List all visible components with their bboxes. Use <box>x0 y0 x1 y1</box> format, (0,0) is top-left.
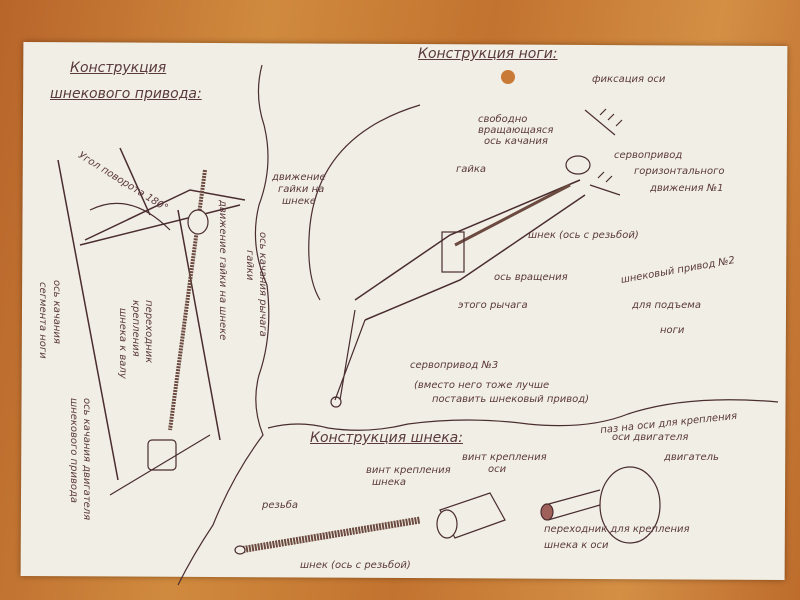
label-lever: этого рычага <box>458 300 528 311</box>
motor <box>147 439 177 471</box>
lower-leg <box>334 309 366 401</box>
label-adapter-2: шнека к оси <box>544 540 609 551</box>
label-motor-axis: ось качания двигателя <box>81 398 92 521</box>
lever <box>177 209 221 441</box>
auger-rod <box>168 169 207 431</box>
label-servo1: сервопривод <box>614 150 683 161</box>
label-nut: гайка <box>456 164 487 175</box>
auger-drive-title-1: Конструкция <box>70 60 167 76</box>
label-free-axis-2: вращающаяся <box>478 125 554 136</box>
label-leg-segment-axis-2: сегмента ноги <box>37 282 48 359</box>
label-servo3-note-2: поставить шнековый привод) <box>432 394 590 405</box>
nut-block <box>441 231 465 273</box>
divider-vertical <box>177 64 270 586</box>
leg-segment <box>57 147 246 481</box>
label-axis-fix-screw-2: оси <box>488 464 507 475</box>
label-free-axis: свободно <box>478 114 528 125</box>
label-servo1-3: движения №1 <box>650 183 724 194</box>
label-leg-nut-motion: движение <box>272 172 326 183</box>
label-auger2-3: ноги <box>660 325 685 336</box>
leg-title: Конструкция ноги: <box>418 46 558 62</box>
label-screw-fix: винт крепления <box>366 465 451 476</box>
leg-screw <box>454 183 571 247</box>
auger-drive-title-2: шнекового привода: <box>50 86 202 102</box>
servo1 <box>565 155 591 175</box>
label-nut-lever-axis-2: гайки <box>244 250 255 281</box>
adapter-face <box>436 509 458 539</box>
label-screw-fix-2: шнека <box>372 477 407 488</box>
label-nut-motion: движение гайки на шнеке <box>217 200 228 341</box>
label-coupling: переходник <box>143 300 154 364</box>
label-adapter: переходник для крепления <box>544 524 690 535</box>
label-coupling-3: шнека к валу <box>117 308 128 379</box>
label-auger2-2: для подъема <box>632 300 701 311</box>
label-leg-screw: шнек (ось с резьбой) <box>528 230 639 241</box>
arc-pointer <box>308 104 421 301</box>
label-leg-nut-motion-2: гайки на <box>278 184 325 195</box>
label-coupling-2: крепления <box>130 300 141 357</box>
label-motor: двигатель <box>664 452 719 463</box>
label-nut-lever-axis: ось качания рычага <box>257 232 268 337</box>
label-servo1-2: горизонтального <box>634 166 725 177</box>
label-leg-segment-axis: ось качания <box>51 280 62 344</box>
motor-shaft <box>544 489 601 521</box>
label-axis-fix-screw: винт крепления <box>462 452 547 463</box>
label-leg-nut-motion-3: шнеке <box>282 196 317 207</box>
thread-rod <box>239 516 421 554</box>
label-servo3-note: (вместо него тоже лучше <box>414 380 550 391</box>
rod-end <box>234 545 246 555</box>
screw-title: Конструкция шнека: <box>310 430 463 446</box>
rotation-arc <box>89 202 171 231</box>
label-screw: шнек (ось с резьбой) <box>300 560 411 571</box>
punch-hole <box>501 70 515 84</box>
shaft-end <box>540 503 554 521</box>
divider-horizontal <box>267 399 779 431</box>
label-axis-fix: фиксация оси <box>592 74 666 85</box>
leg-arm <box>354 179 586 321</box>
label-slot-2: оси двигателя <box>612 432 689 443</box>
motor-axis <box>109 434 211 496</box>
nut <box>187 209 209 235</box>
label-thread: резьба <box>262 500 299 511</box>
label-motor-axis-2: шнекового привода <box>68 398 79 503</box>
foot <box>330 396 342 408</box>
label-servo3: сервопривод №3 <box>410 360 499 371</box>
label-rotation-axis: ось вращения <box>494 272 568 283</box>
hatch-support <box>584 108 623 196</box>
label-free-axis-3: ось качания <box>484 136 548 147</box>
